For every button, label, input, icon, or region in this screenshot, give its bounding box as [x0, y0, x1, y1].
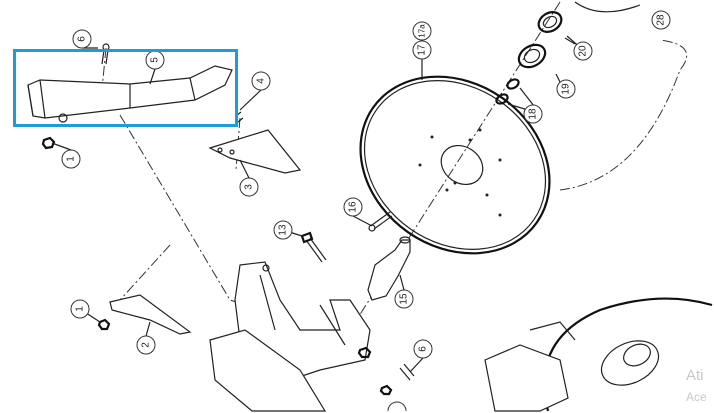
nut-part — [41, 136, 56, 150]
callout-5: 5 — [145, 50, 165, 70]
svg-text:19: 19 — [561, 83, 572, 95]
svg-text:20: 20 — [578, 45, 589, 57]
svg-text:28: 28 — [656, 14, 667, 26]
callout-3: 3 — [239, 177, 259, 197]
callout-6-lower: 6 — [413, 339, 433, 359]
svg-text:16: 16 — [348, 201, 359, 213]
svg-text:6: 6 — [77, 36, 88, 42]
svg-text:17: 17 — [417, 44, 428, 56]
callout-15: 15 — [394, 289, 414, 309]
svg-text:17a: 17a — [418, 24, 427, 38]
svg-text:1: 1 — [66, 156, 77, 162]
svg-text:15: 15 — [399, 293, 410, 305]
partial-callout — [387, 401, 407, 412]
plate-part-3 — [208, 129, 302, 174]
svg-text:2: 2 — [141, 342, 152, 348]
callout-6: 6 — [72, 29, 92, 49]
callout-17a: 17a — [412, 21, 432, 41]
callout-18: 18 — [523, 104, 543, 124]
callout-4: 4 — [251, 71, 271, 91]
svg-text:6: 6 — [418, 346, 429, 352]
callout-16: 16 — [343, 197, 363, 217]
callout-20: 20 — [573, 41, 593, 61]
svg-text:5: 5 — [150, 57, 161, 63]
svg-text:1: 1 — [75, 306, 86, 312]
svg-text:18: 18 — [528, 108, 539, 120]
plate-part-2 — [109, 294, 192, 335]
callout-17: 17 — [412, 40, 432, 60]
watermark-line2: Ace — [686, 390, 707, 404]
svg-text:3: 3 — [244, 184, 255, 190]
highlight-box — [13, 49, 238, 127]
callout-28: 28 — [651, 10, 671, 30]
callout-13: 13 — [273, 220, 293, 240]
spindle-part — [367, 239, 411, 301]
disc-blade — [359, 75, 551, 255]
callout-19: 19 — [556, 79, 576, 99]
callout-1: 1 — [61, 149, 81, 169]
shank-part — [27, 43, 233, 123]
svg-text:4: 4 — [256, 78, 267, 84]
callout-2: 2 — [136, 335, 156, 355]
svg-text:13: 13 — [278, 224, 289, 236]
callout-1-lower: 1 — [70, 299, 90, 319]
watermark-line1: Ati — [686, 367, 704, 384]
